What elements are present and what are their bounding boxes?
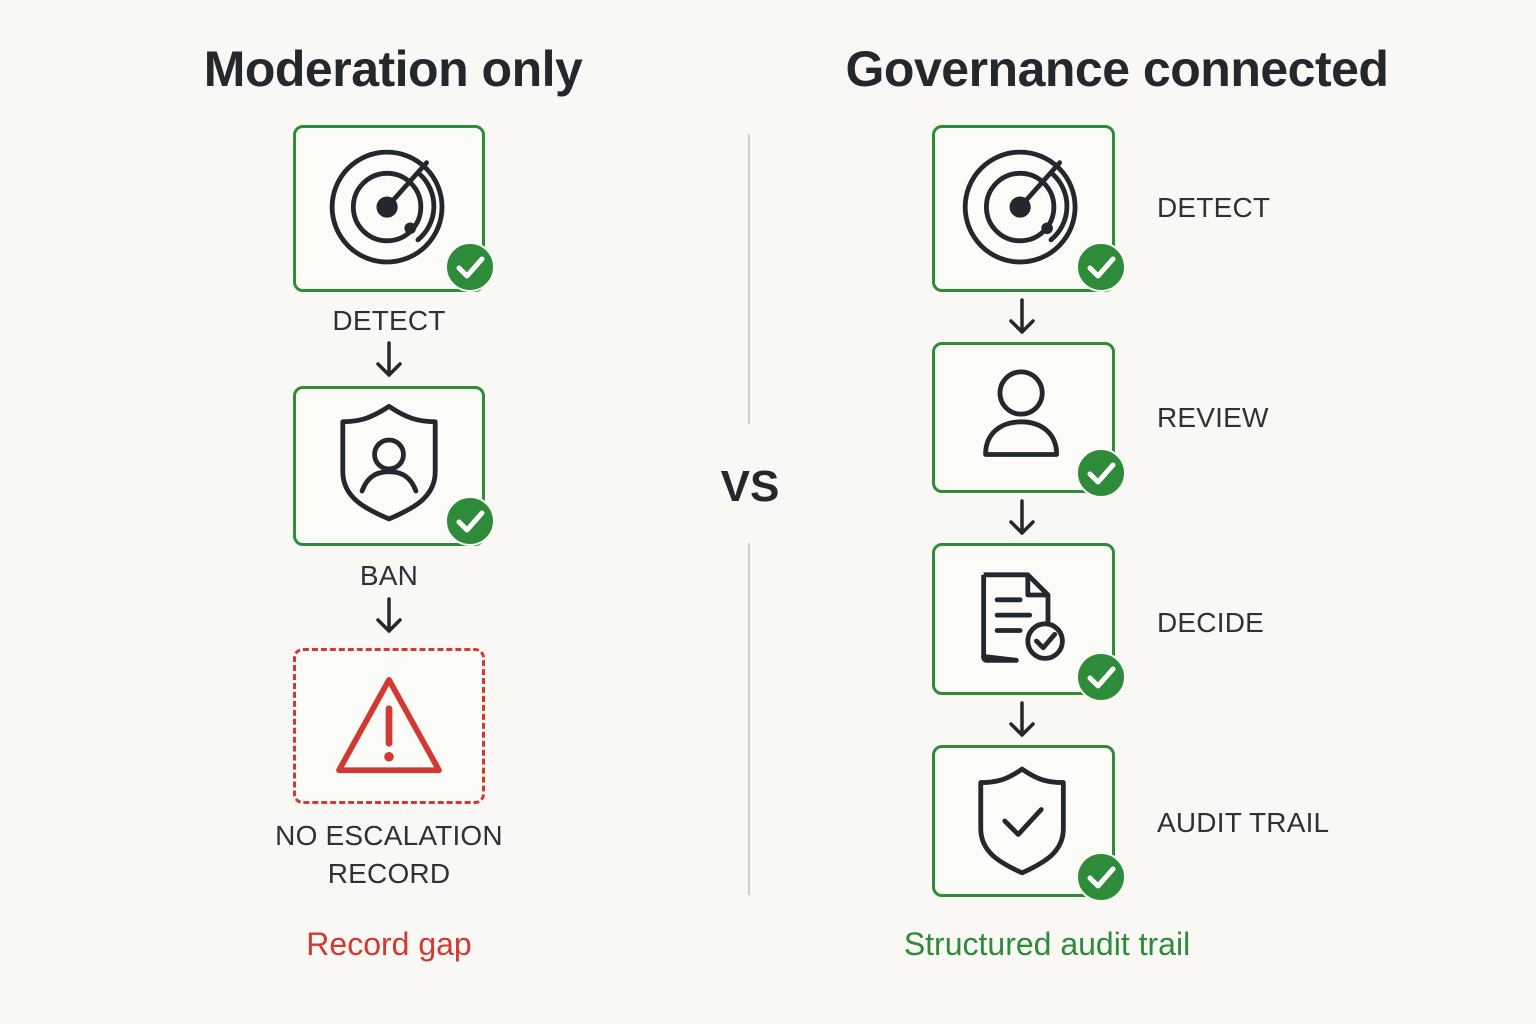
arrow-down-icon xyxy=(376,597,402,633)
right-column-title: Governance connected xyxy=(845,41,1389,97)
check-icon xyxy=(1076,852,1126,902)
check-icon xyxy=(445,242,495,292)
right-review-label: REVIEW xyxy=(1157,402,1269,433)
radar-icon xyxy=(962,149,1078,265)
left-detect-box xyxy=(293,125,485,292)
check-icon xyxy=(445,496,495,546)
check-icon xyxy=(1076,652,1126,702)
left-missing-record-box xyxy=(293,648,485,804)
document-check-icon xyxy=(981,572,1065,663)
divider-bottom xyxy=(748,543,750,895)
shield-check-icon xyxy=(978,766,1066,876)
radar-icon xyxy=(329,149,445,265)
left-column-title: Moderation only xyxy=(203,41,583,97)
right-detect-label: DETECT xyxy=(1157,192,1271,223)
check-icon xyxy=(1076,242,1126,292)
left-ban-label: BAN xyxy=(359,560,419,591)
person-icon xyxy=(983,369,1060,457)
warning-icon xyxy=(336,676,442,774)
vs-label: VS xyxy=(720,462,780,511)
arrow-down-icon xyxy=(376,341,402,377)
shield-user-icon xyxy=(340,403,438,522)
left-missing-record-label-line2: RECORD xyxy=(327,858,451,889)
arrow-down-icon xyxy=(1009,499,1035,535)
arrow-down-icon xyxy=(1009,701,1035,737)
arrow-down-icon xyxy=(1009,298,1035,334)
check-icon xyxy=(1076,448,1126,498)
left-footer: Record gap xyxy=(306,926,472,962)
left-missing-record-label-line1: NO ESCALATION xyxy=(275,820,503,851)
right-decide-label: DECIDE xyxy=(1157,607,1264,638)
right-audit-trail-label: AUDIT TRAIL xyxy=(1157,807,1330,838)
right-footer: Structured audit trail xyxy=(903,926,1191,962)
divider-top xyxy=(748,134,750,424)
left-detect-label: DETECT xyxy=(332,305,446,336)
